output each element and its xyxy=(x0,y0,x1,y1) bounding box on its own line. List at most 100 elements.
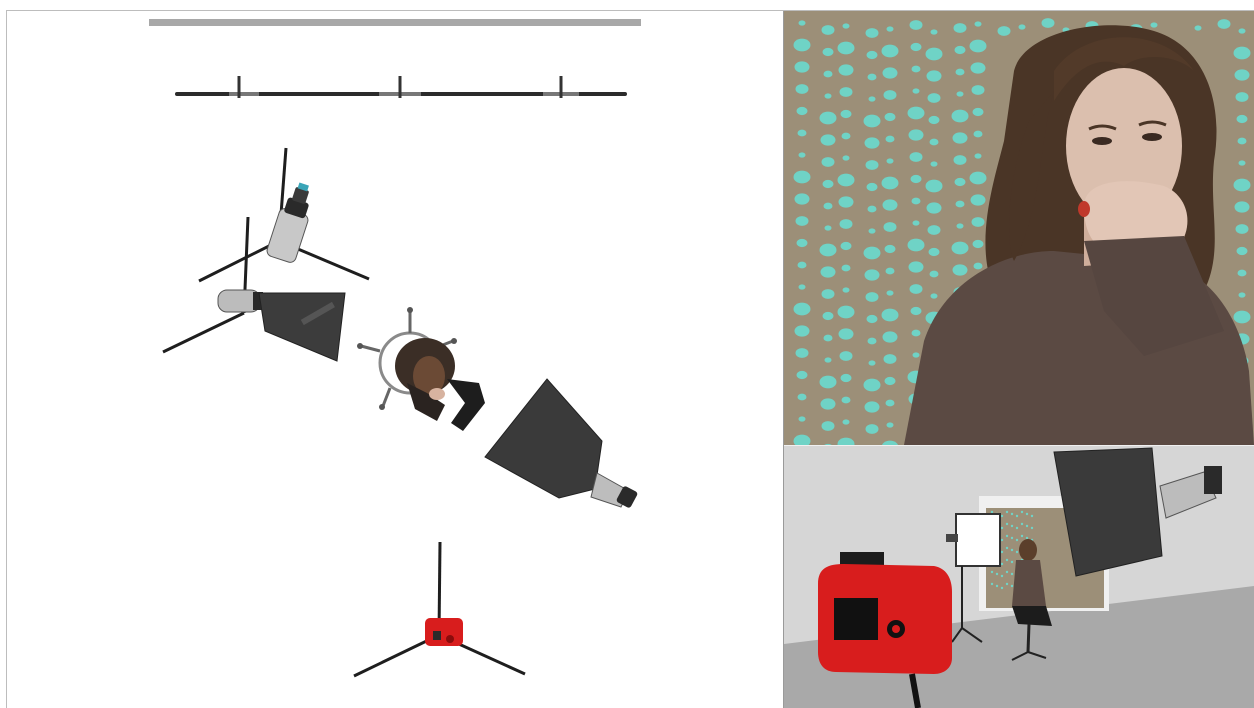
backdrop-dot xyxy=(886,400,895,407)
backdrop-dot xyxy=(843,287,850,292)
portrait-render xyxy=(784,11,1254,445)
backdrop-dot xyxy=(795,193,810,204)
backdrop-dot xyxy=(869,228,876,233)
backdrop-dot xyxy=(913,352,920,357)
mini-backdrop-dot xyxy=(1006,523,1008,525)
backdrop-dot xyxy=(927,70,942,81)
panel-divider-horizontal xyxy=(784,445,1254,446)
backdrop-dot xyxy=(869,96,876,101)
backdrop-dot xyxy=(864,115,881,128)
backdrop-dot xyxy=(840,219,853,229)
backdrop-dot xyxy=(956,201,965,208)
mini-backdrop-dot xyxy=(1011,513,1013,515)
backdrop-dot xyxy=(866,424,879,434)
backdrop-dot xyxy=(883,331,898,342)
backdrop-dot xyxy=(887,158,894,163)
backdrop-dot xyxy=(952,242,969,255)
mini-backdrop-dot xyxy=(1016,551,1018,553)
model-on-stool[interactable] xyxy=(357,307,485,431)
backdrop-dot xyxy=(1218,19,1231,29)
backdrop-dot xyxy=(797,107,808,115)
backdrop-dot xyxy=(1236,92,1249,102)
backdrop-dot xyxy=(882,45,899,58)
mini-backdrop-dot xyxy=(1006,559,1008,561)
backdrop-dot xyxy=(794,303,811,316)
backdrop-dot xyxy=(867,51,878,59)
mini-backdrop-dot xyxy=(1011,549,1013,551)
backdrop-dot xyxy=(909,261,924,272)
mini-backdrop-dot xyxy=(1016,515,1018,517)
backdrop-dot xyxy=(824,71,833,78)
backdrop-dot xyxy=(794,171,811,184)
backdrop-dot xyxy=(913,220,920,225)
camera-tripod[interactable] xyxy=(354,542,525,676)
softbox-right[interactable] xyxy=(485,379,638,509)
backdrop-dot xyxy=(931,161,938,166)
mini-backdrop-dot xyxy=(1006,535,1008,537)
backdrop-dot xyxy=(825,225,832,230)
backdrop-dot xyxy=(822,289,835,299)
backdrop-stand xyxy=(177,76,625,98)
backdrop-dot xyxy=(930,271,939,278)
backdrop-dot xyxy=(796,216,809,226)
light-stand-spot[interactable] xyxy=(199,148,369,281)
light-stand-softbox-left[interactable] xyxy=(163,217,345,361)
backdrop-dot xyxy=(909,129,924,140)
backdrop-dot xyxy=(883,199,898,210)
backdrop-dot xyxy=(841,110,852,118)
backdrop-dot xyxy=(1235,201,1250,212)
backdrop-dot xyxy=(913,88,920,93)
perspective-view-panel[interactable] xyxy=(784,446,1254,708)
backdrop-dot xyxy=(868,74,877,81)
backdrop-dot xyxy=(953,264,968,275)
backdrop-dot xyxy=(1236,224,1249,234)
backdrop-dot xyxy=(886,268,895,275)
backdrop-dot xyxy=(931,293,938,298)
mini-backdrop-dot xyxy=(1001,587,1003,589)
mini-backdrop-dot xyxy=(1006,511,1008,513)
backdrop-dot xyxy=(823,180,834,188)
mini-backdrop-dot xyxy=(1001,551,1003,553)
backdrop-dot xyxy=(865,269,880,280)
backdrop-dot xyxy=(799,284,806,289)
backdrop-bar xyxy=(149,19,641,26)
mini-backdrop-dot xyxy=(1001,575,1003,577)
mini-backdrop-dot xyxy=(1011,573,1013,575)
camera-view-panel[interactable] xyxy=(784,11,1254,445)
mini-backdrop-dot xyxy=(996,585,998,587)
backdrop-dot xyxy=(794,39,811,52)
backdrop-dot xyxy=(927,202,942,213)
backdrop-dot xyxy=(799,20,806,25)
backdrop-dot xyxy=(955,46,966,54)
mini-backdrop-dot xyxy=(991,571,993,573)
panel-divider-vertical xyxy=(783,11,784,708)
backdrop-dot xyxy=(823,48,834,56)
backdrop-dot xyxy=(869,360,876,365)
backdrop-dot xyxy=(797,371,808,379)
backdrop-dot xyxy=(821,266,836,277)
mini-backdrop-dot xyxy=(1011,585,1013,587)
backdrop-dot xyxy=(928,225,941,235)
backdrop-dot xyxy=(840,351,853,361)
backdrop-dot xyxy=(866,28,879,38)
mini-backdrop-dot xyxy=(1006,547,1008,549)
mini-backdrop-dot xyxy=(1011,537,1013,539)
backdrop-dot xyxy=(1234,311,1251,324)
backdrop-dot xyxy=(799,416,806,421)
backdrop-dot xyxy=(973,108,984,116)
backdrop-dot xyxy=(884,222,897,232)
mini-backdrop-dot xyxy=(1001,539,1003,541)
backdrop-dot xyxy=(928,93,941,103)
backdrop-dot xyxy=(930,139,939,146)
backdrop-dot xyxy=(955,178,966,186)
backdrop-dot xyxy=(972,85,985,95)
mini-backdrop-dot xyxy=(1021,535,1023,537)
backdrop-dot xyxy=(883,67,898,78)
backdrop-dot xyxy=(912,66,921,73)
backdrop-dot xyxy=(912,330,921,337)
top-view-panel[interactable] xyxy=(7,11,783,708)
backdrop-dot xyxy=(841,374,852,382)
mini-backdrop-dot xyxy=(996,573,998,575)
backdrop-dot xyxy=(820,244,837,257)
backdrop-dot xyxy=(868,206,877,213)
